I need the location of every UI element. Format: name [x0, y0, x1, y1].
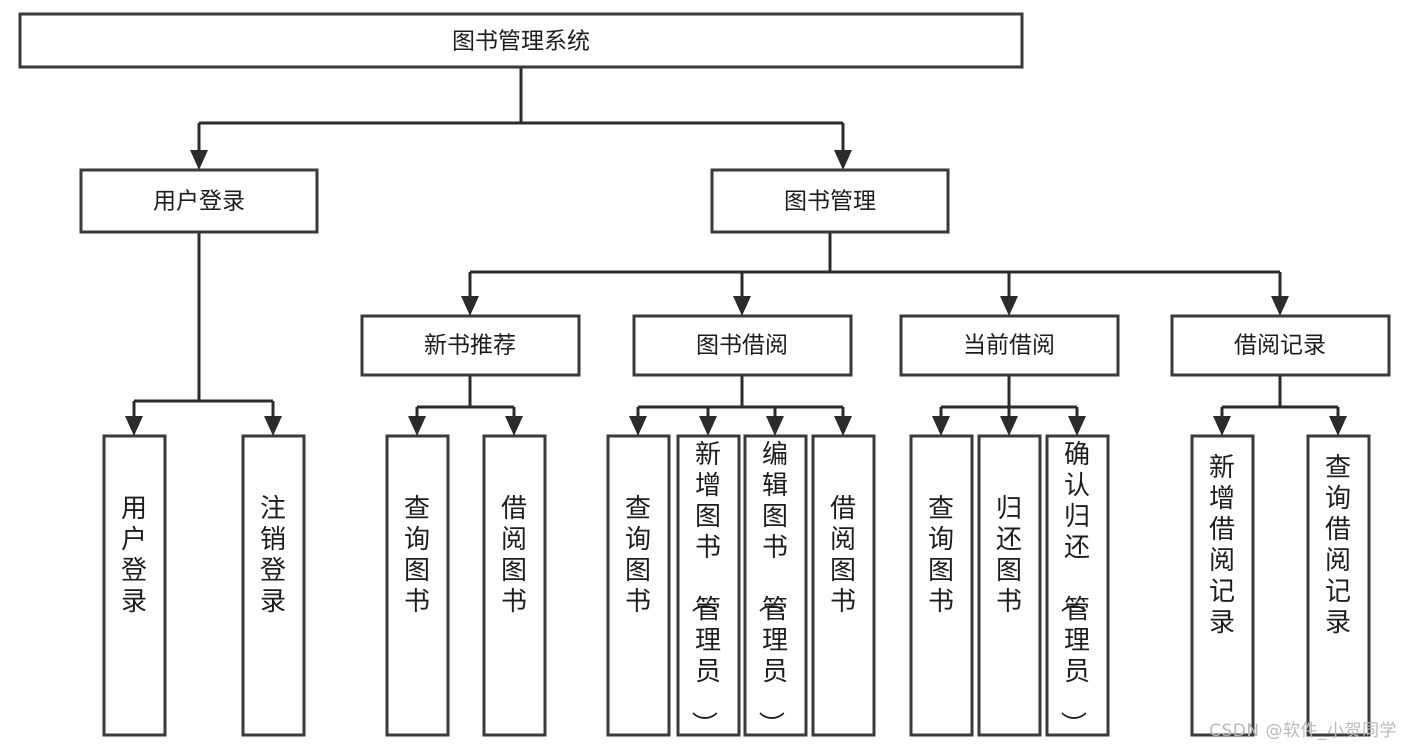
arrow-to-leaf-query-book-2 — [629, 416, 647, 436]
arrow-to-leaf-user-logout — [264, 416, 282, 436]
arrow-to-leaf-query-record — [1329, 416, 1347, 436]
node-book-manage-label: 图书管理 — [784, 189, 876, 215]
node-book-borrow[interactable]: 图书借阅 — [632, 314, 853, 377]
node-leaf-add-book-label: 新增图书（管理员） — [688, 440, 721, 737]
node-borrow-record[interactable]: 借阅记录 — [1170, 314, 1391, 377]
node-leaf-borrow-book-2-label: 借阅图书 — [830, 494, 856, 617]
node-root[interactable]: 图书管理系统 — [18, 12, 1024, 69]
node-root-label: 图书管理系统 — [452, 29, 590, 55]
arrow-to-leaf-add-record — [1213, 416, 1231, 436]
node-user-login-label: 用户登录 — [153, 189, 245, 215]
node-leaf-query-book-1-label: 查询图书 — [404, 494, 430, 617]
node-leaf-user-logout[interactable]: 注销登录 — [241, 434, 306, 737]
connector-root-to-level2 — [190, 67, 852, 170]
leaf-nodes-layer: 用户登录 注销登录 查询图书 借阅图书 查询图书 新增图书（管理员） — [102, 434, 1371, 737]
arrow-to-leaf-query-book-3 — [932, 416, 950, 436]
arrow-to-leaf-user-login — [125, 416, 143, 436]
node-leaf-add-record-label: 新增借阅记录 — [1209, 453, 1235, 638]
node-user-login[interactable]: 用户登录 — [79, 168, 319, 234]
node-leaf-user-login[interactable]: 用户登录 — [102, 434, 167, 737]
node-leaf-query-book-3[interactable]: 查询图书 — [909, 434, 974, 737]
node-leaf-edit-book[interactable]: 编辑图书（管理员） — [743, 434, 808, 737]
node-leaf-confirm-return[interactable]: 确认归还（管理员） — [1045, 434, 1110, 737]
node-leaf-query-book-2-label: 查询图书 — [625, 494, 651, 617]
node-leaf-edit-book-label: 编辑图书（管理员） — [755, 440, 788, 737]
arrow-to-book-borrow — [733, 296, 751, 316]
connector-user-login-to-leaves — [125, 232, 282, 436]
arrow-to-new-book-recommend — [461, 296, 479, 316]
arrow-to-leaf-borrow-book-2 — [834, 416, 852, 436]
arrow-to-user-login — [190, 150, 208, 170]
node-leaf-query-record-label: 查询借阅记录 — [1325, 453, 1351, 638]
connector-book-manage-to-level3 — [461, 232, 1289, 316]
connector-new-book-recommend-to-leaves — [408, 375, 523, 436]
node-leaf-user-logout-label: 注销登录 — [260, 494, 286, 617]
arrow-to-borrow-record — [1271, 296, 1289, 316]
connector-current-borrow-to-leaves — [932, 375, 1086, 436]
arrow-to-leaf-add-book — [699, 416, 717, 436]
node-leaf-query-record[interactable]: 查询借阅记录 — [1306, 434, 1371, 737]
connectors-layer — [125, 67, 1347, 436]
connector-book-borrow-to-leaves — [629, 375, 852, 436]
arrow-to-current-borrow — [1000, 296, 1018, 316]
node-leaf-add-record[interactable]: 新增借阅记录 — [1190, 434, 1255, 737]
node-new-book-recommend-label: 新书推荐 — [424, 333, 516, 359]
node-current-borrow-label: 当前借阅 — [963, 333, 1055, 359]
arrow-to-book-manage — [834, 150, 852, 170]
arrow-to-leaf-query-book-1 — [408, 416, 426, 436]
node-leaf-confirm-return-label: 确认归还（管理员） — [1057, 440, 1090, 737]
node-leaf-user-login-label: 用户登录 — [121, 494, 147, 617]
arrow-to-leaf-return-book — [1000, 416, 1018, 436]
arrow-to-leaf-confirm-return — [1068, 416, 1086, 436]
node-leaf-borrow-book-1[interactable]: 借阅图书 — [482, 434, 547, 737]
node-leaf-add-book[interactable]: 新增图书（管理员） — [676, 434, 741, 737]
arrow-to-leaf-edit-book — [766, 416, 784, 436]
node-leaf-return-book-label: 归还图书 — [996, 494, 1022, 617]
node-current-borrow[interactable]: 当前借阅 — [899, 314, 1120, 377]
node-leaf-query-book-1[interactable]: 查询图书 — [385, 434, 450, 737]
node-book-borrow-label: 图书借阅 — [696, 333, 788, 359]
node-borrow-record-label: 借阅记录 — [1234, 333, 1326, 359]
node-leaf-borrow-book-2[interactable]: 借阅图书 — [811, 434, 876, 737]
node-leaf-return-book[interactable]: 归还图书 — [977, 434, 1042, 737]
node-leaf-borrow-book-1-label: 借阅图书 — [501, 494, 527, 617]
node-leaf-query-book-2[interactable]: 查询图书 — [606, 434, 671, 737]
node-leaf-query-book-3-label: 查询图书 — [928, 494, 954, 617]
node-book-manage[interactable]: 图书管理 — [710, 168, 950, 234]
node-new-book-recommend[interactable]: 新书推荐 — [360, 314, 581, 377]
arrow-to-leaf-borrow-book-1 — [505, 416, 523, 436]
connector-borrow-record-to-leaves — [1213, 375, 1347, 436]
